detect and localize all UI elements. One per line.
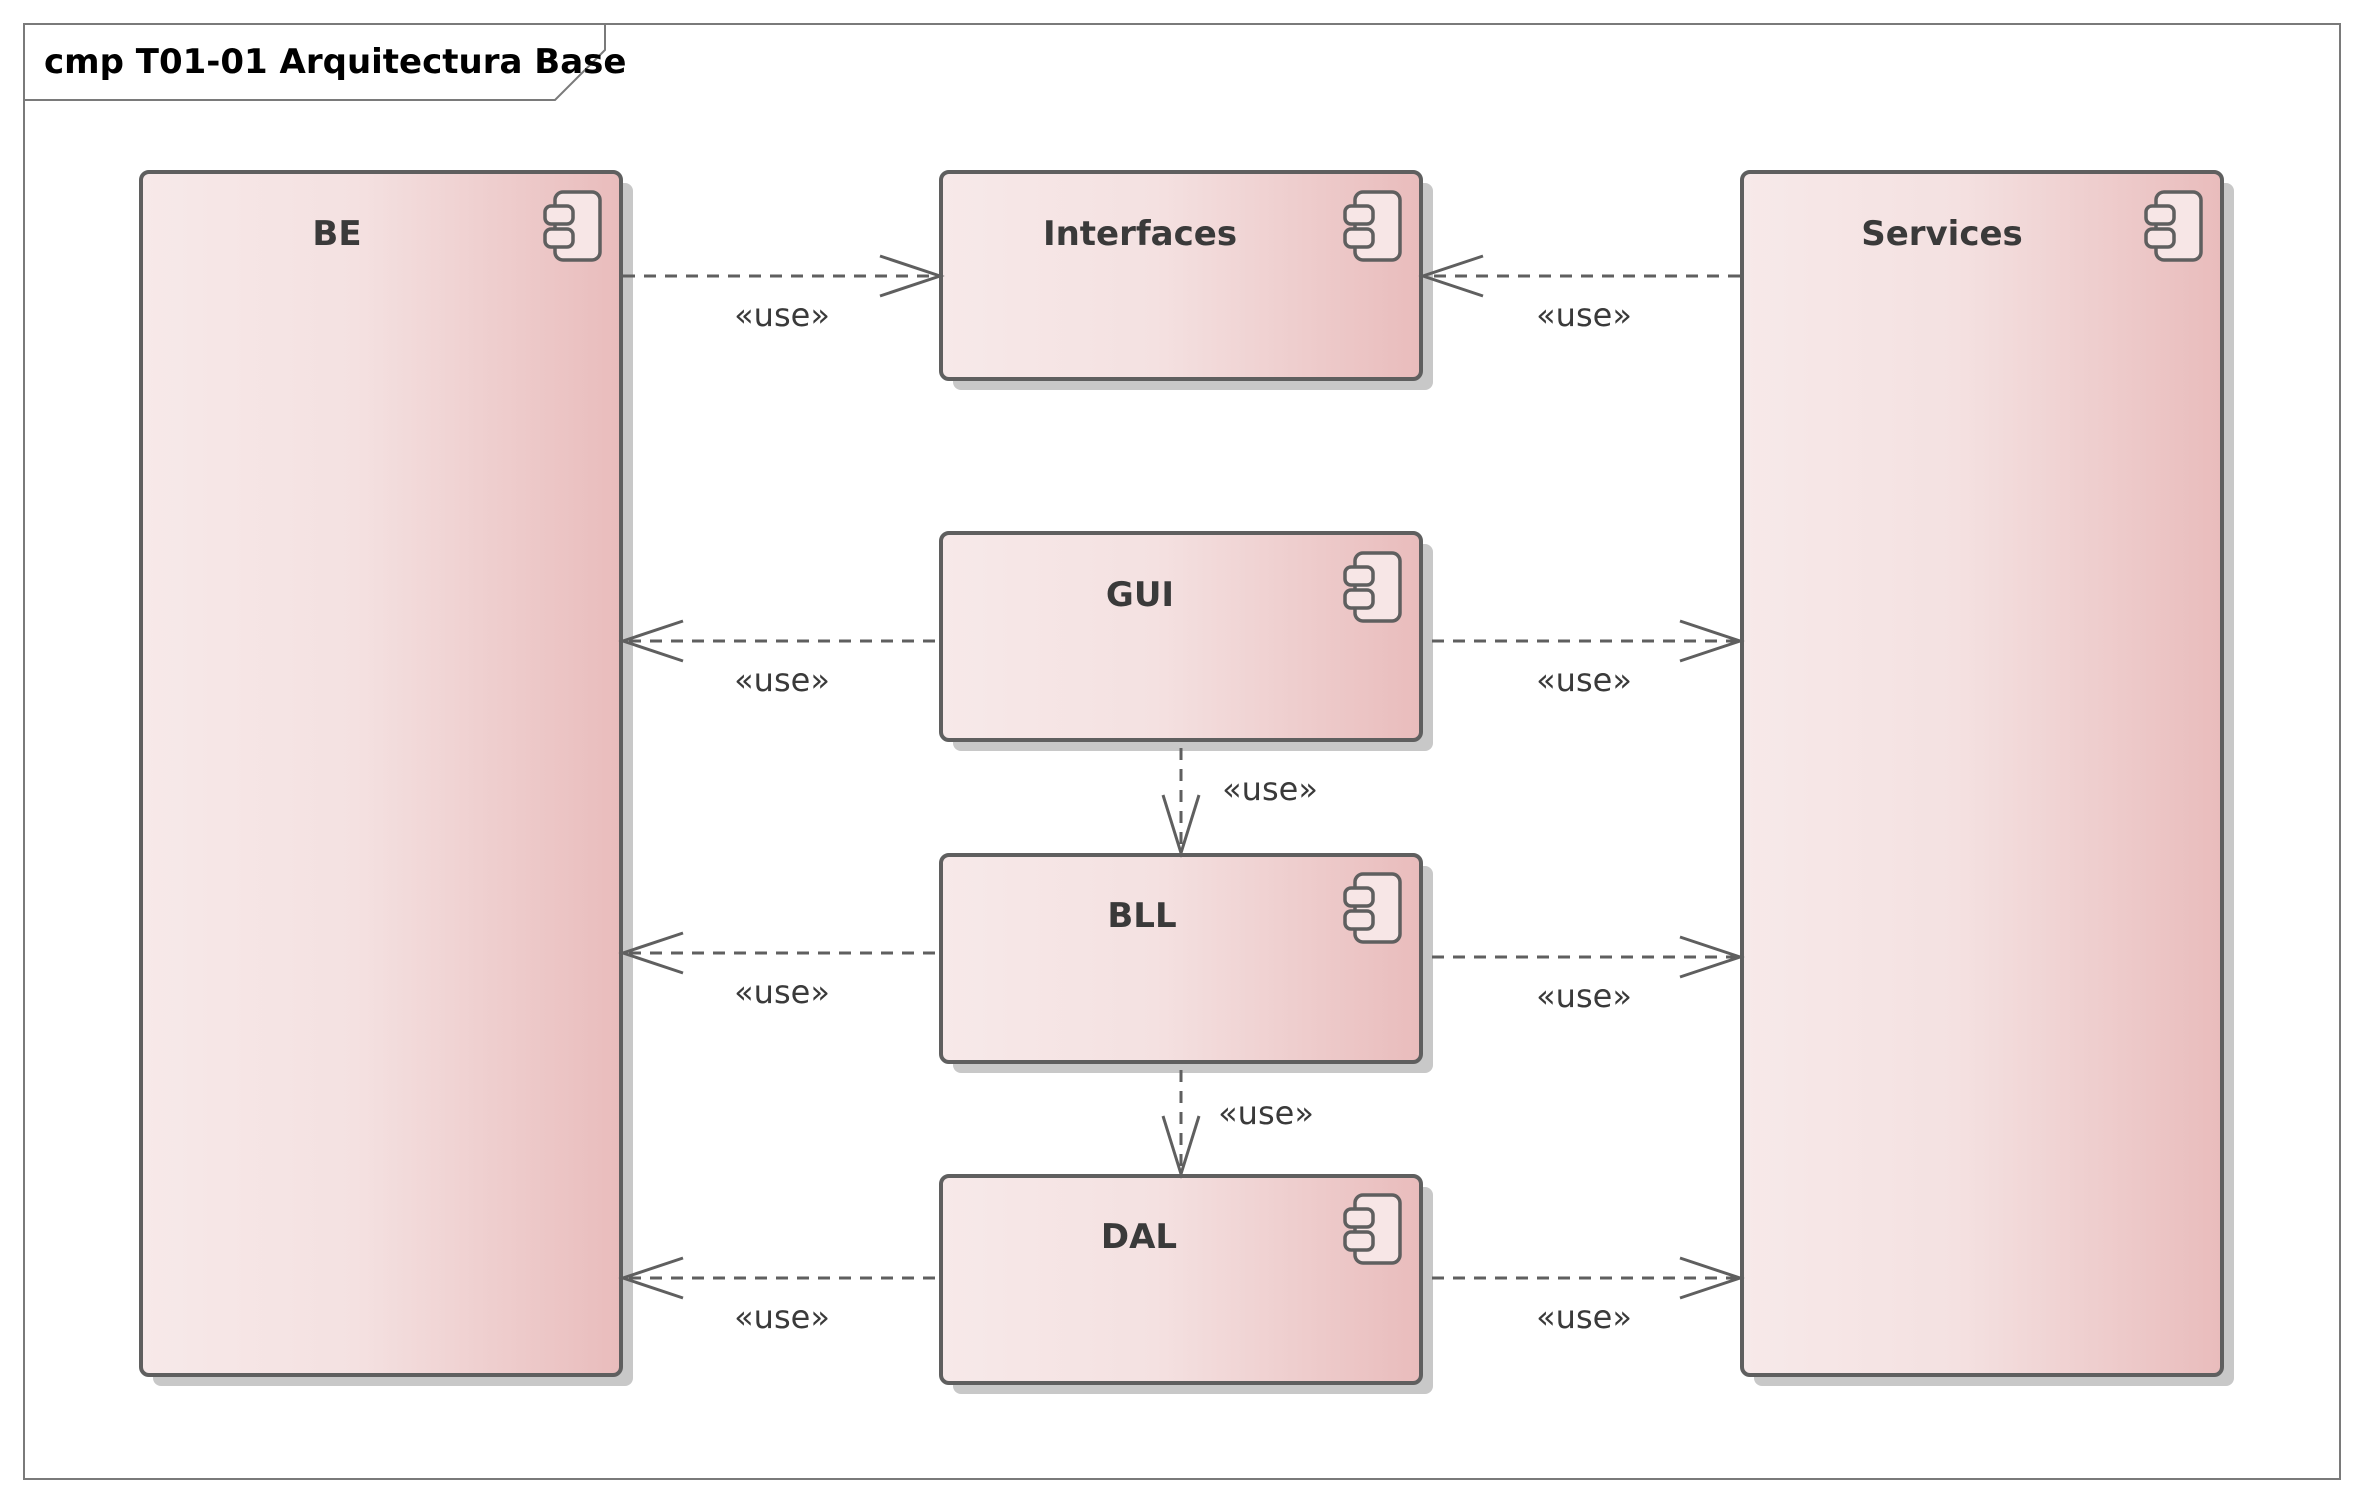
component-services-name: Services [1861,214,2023,254]
component-icon [1343,551,1402,623]
dependency-bll-to-services[interactable]: «use» [1432,935,1745,1015]
dependency-gui-to-be[interactable]: «use» [618,619,935,699]
component-dal[interactable]: DAL [939,1174,1433,1394]
component-icon [543,190,602,262]
dependency-label: «use» [1222,770,1318,808]
dependency-services-to-interfaces[interactable]: «use» [1418,254,1740,334]
component-icon [1343,872,1402,944]
component-icon [2144,190,2203,262]
dependency-label: «use» [734,296,830,334]
frame-title: cmp T01-01 Arquitectura Base [44,42,626,82]
component-bll-name: BLL [1107,896,1176,936]
dependency-gui-to-services[interactable]: «use» [1432,619,1745,699]
dependency-label: «use» [1536,1298,1632,1336]
dependency-label: «use» [1536,296,1632,334]
component-gui[interactable]: GUI [939,531,1433,751]
component-icon [1343,190,1402,262]
component-dal-name: DAL [1101,1217,1177,1257]
dependency-label: «use» [734,661,830,699]
dependency-gui-to-bll[interactable]: «use» [1161,748,1318,859]
dependency-bll-to-be[interactable]: «use» [618,931,935,1011]
dependency-label: «use» [1536,977,1632,1015]
dependency-dal-to-services[interactable]: «use» [1432,1256,1745,1336]
dependency-label: «use» [1218,1094,1314,1132]
dependency-bll-to-dal[interactable]: «use» [1161,1070,1314,1180]
component-interfaces[interactable]: Interfaces [939,170,1433,390]
component-be-name: BE [312,214,361,254]
dependency-be-to-interfaces[interactable]: «use» [623,254,945,334]
component-bll[interactable]: BLL [939,853,1433,1073]
dependency-dal-to-be[interactable]: «use» [618,1256,935,1336]
component-services[interactable]: Services [1740,170,2234,1386]
dependency-label: «use» [1536,661,1632,699]
component-interfaces-name: Interfaces [1043,214,1237,254]
dependency-label: «use» [734,1298,830,1336]
dependency-label: «use» [734,973,830,1011]
component-be[interactable]: BE [139,170,633,1386]
component-icon [1343,1193,1402,1265]
component-gui-name: GUI [1106,575,1174,615]
